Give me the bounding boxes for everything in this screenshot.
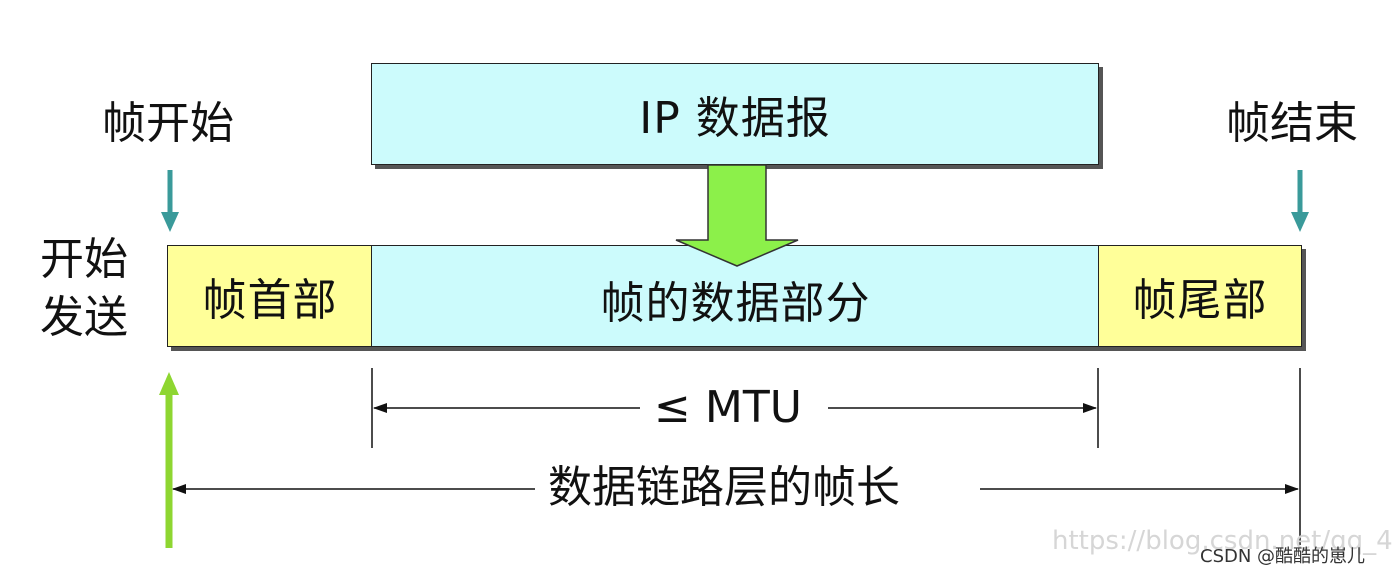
frame-trailer-box: 帧尾部 [1098,245,1302,347]
frame-data-box: 帧的数据部分 [371,245,1100,347]
csdn-watermark: CSDN @酷酷的崽儿 [1200,546,1366,567]
mtu-dimension [371,368,1099,448]
frame-length-dimension [172,368,1301,545]
start-send-label-line2: 发送 [40,292,128,343]
frame-end-arrow-icon [1291,170,1309,232]
frame-trailer-label: 帧尾部 [1132,275,1268,326]
encapsulation-arrow-icon [675,164,799,267]
frame-start-label: 帧开始 [102,98,234,149]
mtu-label: ≤ MTU [654,382,802,433]
frame-length-label: 数据链路层的帧长 [548,462,900,513]
ip-datagram-label: IP 数据报 [639,93,831,144]
start-send-arrow-icon [159,372,179,548]
start-send-label-line1: 开始 [40,234,128,285]
frame-data-label: 帧的数据部分 [600,278,871,329]
frame-end-label: 帧结束 [1226,98,1358,149]
faint-url-watermark: https://blog.csdn.net/qq_4096302 [1052,526,1394,556]
frame-start-arrow-icon [161,170,179,232]
ip-datagram-box: IP 数据报 [371,63,1099,165]
frame-header-label: 帧首部 [202,275,338,326]
